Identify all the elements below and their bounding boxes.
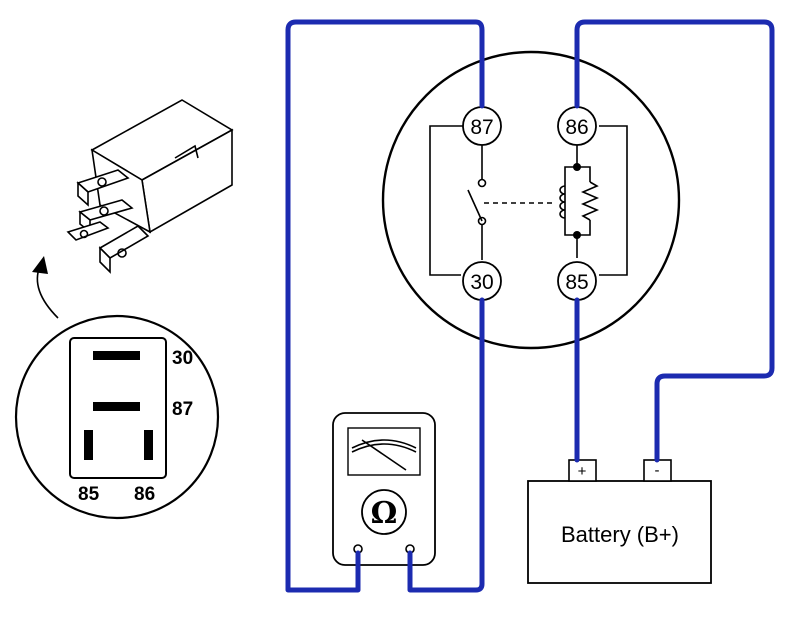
pinout-callout: 30 87 85 86 bbox=[14, 314, 220, 520]
terminal-86-label: 86 bbox=[565, 116, 588, 139]
relay-internal-wiring bbox=[429, 125, 628, 276]
terminal-30: 30 bbox=[462, 261, 502, 301]
terminal-87: 87 bbox=[462, 106, 502, 146]
pinout-label-85: 85 bbox=[78, 484, 100, 505]
pinout-label-86: 86 bbox=[134, 484, 155, 505]
pinout-label-87: 87 bbox=[172, 399, 193, 420]
pin-85-slot bbox=[84, 430, 93, 460]
wire-86-to-battery-negative bbox=[574, 19, 775, 463]
relay-schematic: 87 86 30 85 bbox=[381, 50, 681, 350]
wire-meter-to-30 bbox=[407, 297, 485, 593]
relay-terminal-blades bbox=[66, 169, 150, 274]
test-wires bbox=[285, 19, 775, 593]
relay-illustration bbox=[66, 99, 234, 274]
terminal-87-label: 87 bbox=[470, 116, 493, 139]
battery-negative-label: - bbox=[655, 462, 660, 479]
relay-coil bbox=[559, 185, 566, 219]
ohm-symbol: Ω bbox=[371, 496, 398, 531]
battery-positive-terminal bbox=[568, 459, 597, 482]
pin-86-slot bbox=[144, 430, 153, 460]
terminal-85: 85 bbox=[557, 261, 597, 301]
pointer-arrow bbox=[32, 256, 59, 319]
pin-30-slot bbox=[93, 351, 140, 360]
terminal-85-label: 85 bbox=[565, 271, 588, 294]
wire-meter-to-87 bbox=[285, 19, 485, 593]
pin-87-slot bbox=[93, 402, 140, 411]
terminal-86: 86 bbox=[557, 106, 597, 146]
battery-positive-label: + bbox=[578, 463, 587, 480]
ohmmeter: Ω bbox=[332, 412, 436, 566]
battery: + - Battery (B+) bbox=[527, 459, 712, 584]
terminal-30-label: 30 bbox=[470, 271, 493, 294]
pinout-label-30: 30 bbox=[172, 348, 193, 369]
battery-label: Battery (B+) bbox=[561, 522, 679, 547]
ohmmeter-display bbox=[347, 427, 421, 476]
ohm-icon bbox=[361, 489, 407, 535]
